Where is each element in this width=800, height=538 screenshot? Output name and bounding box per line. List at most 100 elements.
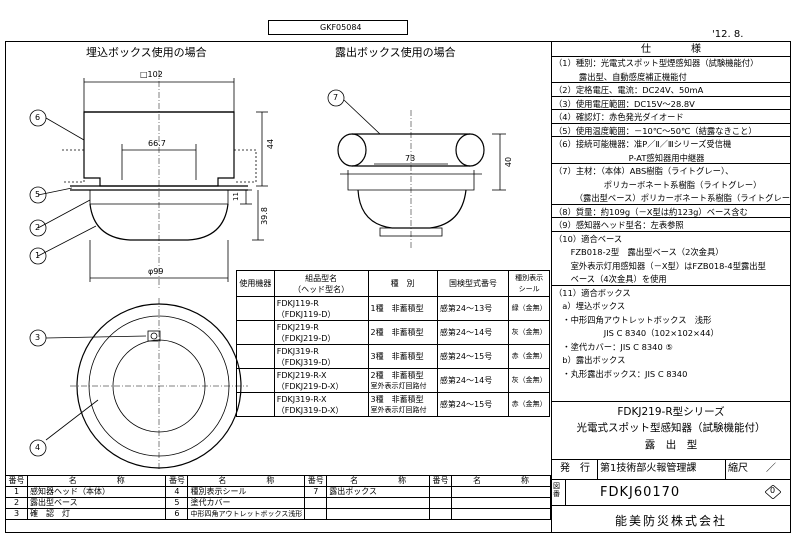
bom-name: 種別表示シール — [187, 486, 306, 498]
bom-name-header-4: 名 称 — [451, 475, 551, 487]
drawing-no-divider — [552, 479, 790, 480]
cert-cell: 感第24～14号 — [436, 320, 510, 345]
model-text: FDKJ319-R — [276, 346, 319, 356]
issue-divider — [597, 459, 598, 479]
company-name: 能美防災株式会社 — [614, 514, 727, 528]
cert-cell: 感第24～13号 — [436, 296, 510, 321]
dim-40: 40 — [504, 156, 514, 168]
bom-empty — [451, 486, 551, 498]
bom-header: 番号 名 称 番号 名 称 番号 名 称 番号 名 称 — [5, 475, 551, 487]
bom-no: 2 — [5, 497, 28, 509]
spec-line: （3）使用電圧範囲：DC15V～28.8V — [552, 99, 790, 110]
equipment-cell — [236, 344, 275, 369]
dim-102: □102 — [140, 70, 163, 79]
kind-text: 2種 非蓄積型 — [370, 328, 424, 337]
model-cell: FDKJ219-R（FDKJ219-D） — [273, 320, 369, 345]
bom-name: 露出ボックス — [326, 486, 431, 498]
dim-39-8: 39.8 — [259, 207, 269, 225]
cert-text: 感第24～15号 — [439, 352, 493, 361]
bom-no-header-1: 番号 — [5, 475, 28, 487]
dim-73: 73 — [405, 154, 416, 163]
spec-line: （10）適合ベース — [554, 233, 623, 244]
cert-cell: 感第24～15号 — [436, 344, 510, 369]
table-row: FDKJ319-R-X（FDKJ319-D-X）3種 非蓄積型室外表示灯回路付感… — [236, 392, 550, 417]
seal-cell: 灰（金無） — [508, 368, 550, 393]
table-row: FDKJ319-R（FDKJ319-D）3種 非蓄積型 感第24～15号 赤（金無） — [236, 344, 550, 369]
kind-text: 3種 非蓄積型 — [370, 352, 424, 361]
parts-table-header: 使用機器 組品型名 （ヘッド型名） 種 別 国検型式番号 種別表示 シール — [236, 270, 550, 297]
callout-4: 4 — [35, 443, 41, 452]
callout-2: 2 — [35, 223, 41, 232]
spec-line: （1）種別：光電式スポット型煙感知器（試験機能付） — [554, 58, 759, 68]
bom-name: 塗代カバー — [187, 497, 306, 509]
seal-cell: 緑（金無） — [508, 296, 550, 321]
doc-code: GKF05084 — [320, 23, 362, 32]
callout-7: 7 — [333, 93, 339, 102]
spec-title: 仕 様 — [552, 42, 790, 57]
callout-5: 5 — [35, 190, 41, 199]
right-view-title: 露出ボックス使用の場合 — [335, 46, 456, 59]
doc-code-box — [268, 20, 408, 35]
callout-3: 3 — [35, 333, 41, 342]
spec-line: FZB018-2型 露出型ベース（2次金具） — [554, 247, 724, 257]
col-equipment: 使用機器 — [236, 270, 275, 297]
spec-line: （2）定格電圧、電流：DC24V、50mA — [552, 85, 790, 97]
head-text: （FDKJ119-D） — [276, 309, 336, 319]
bom-name: 感知器ヘッド（本体） — [26, 486, 167, 498]
bom-name: 確 認 灯 — [26, 508, 167, 520]
bom-no-header-3: 番号 — [304, 475, 328, 487]
bom-name: 露出型ベース — [26, 497, 167, 509]
spec-line: （露出型ベース）ポリカーボネート系樹脂（ライトグレー） — [552, 193, 790, 205]
kind2-text: 室外表示灯回路付 — [370, 405, 427, 414]
bom-empty — [451, 497, 551, 509]
kind-cell: 2種 非蓄積型 — [367, 320, 438, 345]
kind-cell: 1種 非蓄積型 — [367, 296, 438, 321]
spec-line: ベース（4次金具）を使用 — [552, 274, 790, 286]
table-row: FDKJ219-R-X（FDKJ219-D-X）2種 非蓄積型室外表示灯回路付感… — [236, 368, 550, 393]
spec-line: JIS C 8340（102×102×44） — [554, 328, 719, 338]
seal-cell: 赤（金無） — [508, 392, 550, 417]
seal-text: 赤（金無） — [511, 352, 547, 360]
model-cell: FDKJ119-R（FDKJ119-D） — [273, 296, 369, 321]
equipment-cell — [236, 320, 275, 345]
bom-empty — [429, 508, 453, 520]
company-divider — [552, 505, 790, 506]
spec-line: 露出型、自動感度補正機能付 — [552, 72, 790, 83]
title-divider — [552, 459, 790, 460]
bom-empty — [304, 508, 328, 520]
bom-empty — [326, 497, 431, 509]
title-line3: 露 出 型 — [644, 439, 698, 451]
issue-label: 発 行 — [560, 463, 590, 474]
spec-line: （6）接続可能機器：准P／Ⅱ／Ⅲシリーズ受信機 — [554, 139, 732, 149]
dim-66-7: 66.7 — [148, 139, 166, 148]
drawing-no-label-divider — [565, 479, 566, 505]
bom-name-header-2: 名 称 — [187, 475, 306, 487]
dim-11: 11 — [231, 192, 240, 201]
title-line2: 光電式スポット型感知器（試験機能付） — [576, 422, 766, 434]
detector-drawings — [29, 70, 506, 470]
spec-line: ・丸形露出ボックス：JIS C 8340 — [554, 368, 688, 379]
model-cell: FDKJ219-R-X（FDKJ219-D-X） — [273, 368, 369, 393]
bom-no: 5 — [165, 497, 189, 509]
dim-99: φ99 — [148, 267, 164, 276]
bom-table: 番号 名 称 番号 名 称 番号 名 称 番号 名 称 1 感知器ヘッド（本体）… — [5, 475, 551, 520]
scale-divider — [725, 459, 726, 479]
bom-no: 4 — [165, 486, 189, 498]
bom-no-header-2: 番号 — [165, 475, 189, 487]
equipment-cell — [236, 392, 275, 417]
model-text: FDKJ219-R-X — [276, 370, 327, 380]
table-row: 2 露出型ベース 5 塗代カバー — [5, 497, 551, 509]
callout-1: 1 — [35, 251, 41, 260]
spec-line: ポリカーボネート系樹脂（ライトグレー） — [554, 179, 762, 190]
seal-text: 赤（金無） — [511, 400, 547, 408]
model-cell: FDKJ319-R（FDKJ319-D） — [273, 344, 369, 369]
scale-label: 縮尺 — [728, 463, 748, 474]
kind-text: 1種 非蓄積型 — [370, 304, 424, 313]
bom-empty — [304, 497, 328, 509]
head-text: （FDKJ219-D） — [276, 333, 336, 343]
title-block — [551, 401, 791, 533]
bom-no-header-4: 番号 — [429, 475, 453, 487]
kind-text: 3種 非蓄積型 — [370, 394, 424, 404]
bom-name: 中形四角アウトレットボックス浅形 — [187, 508, 306, 520]
revision-number: 0 — [770, 486, 776, 495]
